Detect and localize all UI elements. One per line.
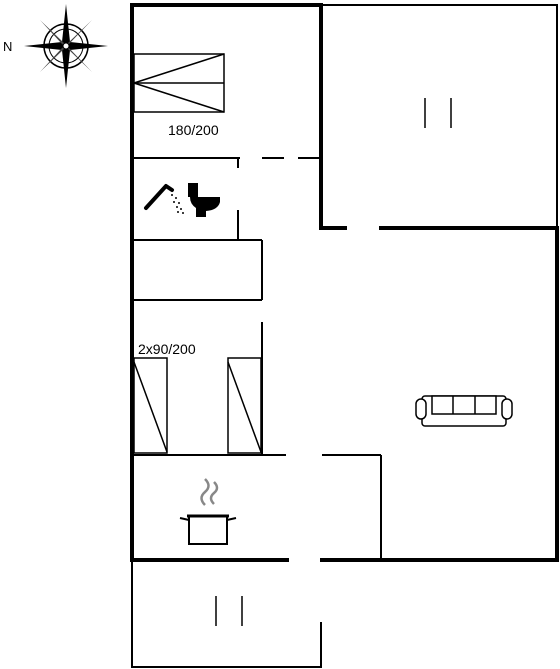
bed-size-label-bedroom-1: 180/200 — [168, 122, 219, 138]
cooking-pot-icon — [179, 478, 237, 545]
compass-rose-icon — [24, 4, 108, 88]
terrace-south — [131, 560, 322, 668]
interior-walls — [132, 157, 382, 560]
exterior-walls — [130, 3, 559, 562]
shower-icon — [144, 184, 184, 214]
compass-north-label: N — [3, 39, 12, 54]
sofa-icon — [415, 395, 513, 427]
terrace-marker-icon — [424, 98, 452, 128]
terrace-marker-icon — [215, 596, 243, 626]
single-bed-icon — [227, 357, 262, 454]
toilet-icon — [188, 183, 220, 217]
single-bed-icon — [133, 357, 168, 454]
bed-size-label-bedroom-2: 2x90/200 — [138, 341, 196, 357]
double-bed-icon — [133, 53, 225, 113]
terrace-east — [321, 4, 558, 228]
